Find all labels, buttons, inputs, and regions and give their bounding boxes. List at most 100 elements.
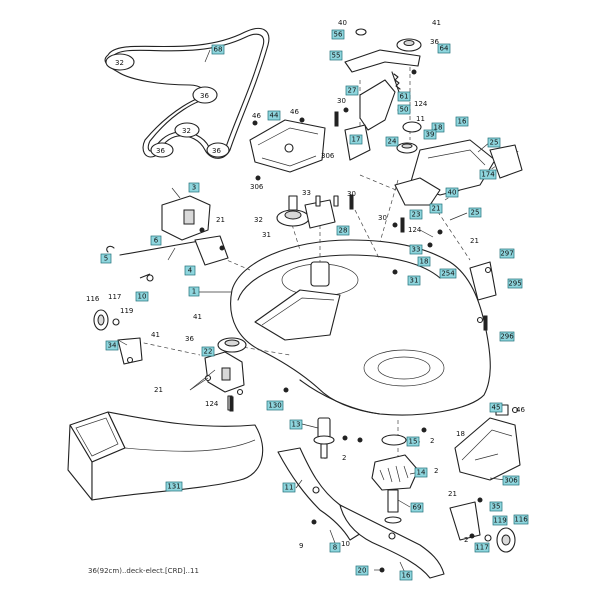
- callout-1: 1: [188, 286, 200, 297]
- callout-25b-text: 25: [471, 209, 480, 217]
- label-32b: 32: [182, 127, 191, 135]
- callout-5: 5: [100, 253, 112, 264]
- callout-116b-text: 116: [514, 516, 528, 524]
- label-41c: 41: [193, 313, 202, 321]
- callout-33b: 33: [409, 244, 423, 255]
- fasteners: [199, 69, 488, 573]
- callout-20-text: 20: [358, 567, 367, 575]
- discharge-chute: [67, 411, 264, 501]
- callout-254: 254: [439, 268, 457, 279]
- callout-13: 13: [289, 419, 303, 430]
- callout-50: 50: [397, 104, 411, 115]
- label-124a: 124: [414, 100, 428, 108]
- callout-16a: 16: [455, 116, 469, 127]
- label-32c: 32: [254, 216, 263, 224]
- label-21c: 21: [470, 237, 479, 245]
- callout-55-text: 55: [332, 52, 341, 60]
- callout-1-text: 1: [192, 288, 196, 296]
- callout-16b-text: 16: [402, 572, 411, 580]
- label-124c: 124: [205, 400, 219, 408]
- callout-119b-text: 119: [493, 517, 506, 525]
- callout-27-text: 27: [348, 87, 357, 95]
- spindle-left: [313, 417, 335, 459]
- pulley-36-right: [192, 86, 218, 104]
- callout-61: 61: [397, 91, 411, 102]
- callout-61-text: 61: [400, 93, 409, 101]
- label-119a: 119: [120, 307, 133, 315]
- callout-39: 39: [423, 129, 437, 140]
- pulley-32-top: [105, 53, 135, 71]
- label-41a: 41: [432, 19, 441, 27]
- label-21e: 21: [448, 490, 457, 498]
- callout-174: 174: [479, 169, 497, 180]
- label-116a: 116: [86, 295, 100, 303]
- blade-right: [339, 504, 445, 579]
- label-2d: 2: [464, 536, 468, 544]
- label-124b: 124: [408, 226, 422, 234]
- label-30a: 30: [337, 97, 346, 105]
- callout-131: 131: [165, 481, 183, 492]
- bracket-295: [469, 261, 497, 324]
- label-21d: 21: [154, 386, 163, 394]
- callout-297: 297: [499, 248, 515, 259]
- callout-296: 296: [499, 331, 515, 342]
- callout-8: 8: [329, 542, 341, 553]
- callout-4-text: 4: [188, 267, 193, 275]
- pulley-36-lower: [206, 142, 230, 158]
- callout-16b: 16: [399, 570, 413, 581]
- callout-68: 68: [211, 44, 225, 55]
- callout-69: 69: [410, 502, 424, 513]
- callout-40b: 40: [445, 187, 459, 198]
- center-pulley-assembly: [276, 195, 339, 229]
- callout-174-text: 174: [481, 171, 495, 179]
- callout-131-text: 131: [167, 483, 180, 491]
- callout-297-text: 297: [500, 250, 513, 258]
- callout-28-text: 28: [339, 227, 348, 235]
- callout-34: 34: [105, 340, 119, 351]
- mower-deck: [230, 239, 491, 416]
- label-2c: 2: [434, 467, 438, 475]
- callout-64-text: 64: [440, 45, 449, 53]
- callout-50-text: 50: [400, 106, 409, 114]
- rear-guard: [454, 404, 521, 481]
- callout-3-text: 3: [192, 184, 196, 192]
- callout-254-text: 254: [441, 270, 455, 278]
- callout-25a: 25: [487, 137, 501, 148]
- callout-130: 130: [266, 400, 284, 411]
- callout-25-text: 25: [490, 139, 499, 147]
- callout-295-text: 295: [508, 280, 521, 288]
- callout-22: 22: [201, 346, 215, 357]
- label-30b: 30: [347, 190, 356, 198]
- callout-6: 6: [150, 235, 162, 246]
- label-21a: 21: [216, 216, 225, 224]
- label-40: 40: [338, 19, 347, 27]
- callout-68-text: 68: [214, 46, 223, 54]
- callout-13-text: 13: [292, 421, 301, 429]
- callout-35-text: 35: [492, 503, 501, 511]
- discharge-chute-cover: [254, 289, 341, 341]
- callout-18b: 18: [417, 256, 431, 267]
- callout-23: 23: [409, 209, 423, 220]
- left-bracket-assembly: [106, 195, 229, 282]
- callouts-plain: 32 36 32 36 36 40 41 36 46 46 30 124 11 …: [86, 19, 525, 550]
- callout-35: 35: [489, 501, 503, 512]
- callout-14: 14: [414, 467, 428, 478]
- callout-130-text: 130: [268, 402, 281, 410]
- label-46c: 46: [516, 406, 525, 414]
- callout-295: 295: [507, 278, 523, 289]
- label-36b: 36: [156, 147, 165, 155]
- callout-15-text: 15: [409, 438, 418, 446]
- label-36e: 36: [185, 335, 194, 343]
- callout-28: 28: [336, 225, 350, 236]
- callout-55: 55: [329, 50, 343, 61]
- pulley-32-center: [174, 122, 200, 138]
- label-36a: 36: [200, 92, 209, 100]
- label-46a: 46: [252, 112, 261, 120]
- label-18c: 18: [456, 430, 465, 438]
- callout-306c-text: 306: [504, 477, 518, 485]
- callout-18b-text: 18: [420, 258, 429, 266]
- callout-11b: 11: [282, 482, 296, 493]
- callout-10: 10: [135, 291, 149, 302]
- callout-296-text: 296: [500, 333, 514, 341]
